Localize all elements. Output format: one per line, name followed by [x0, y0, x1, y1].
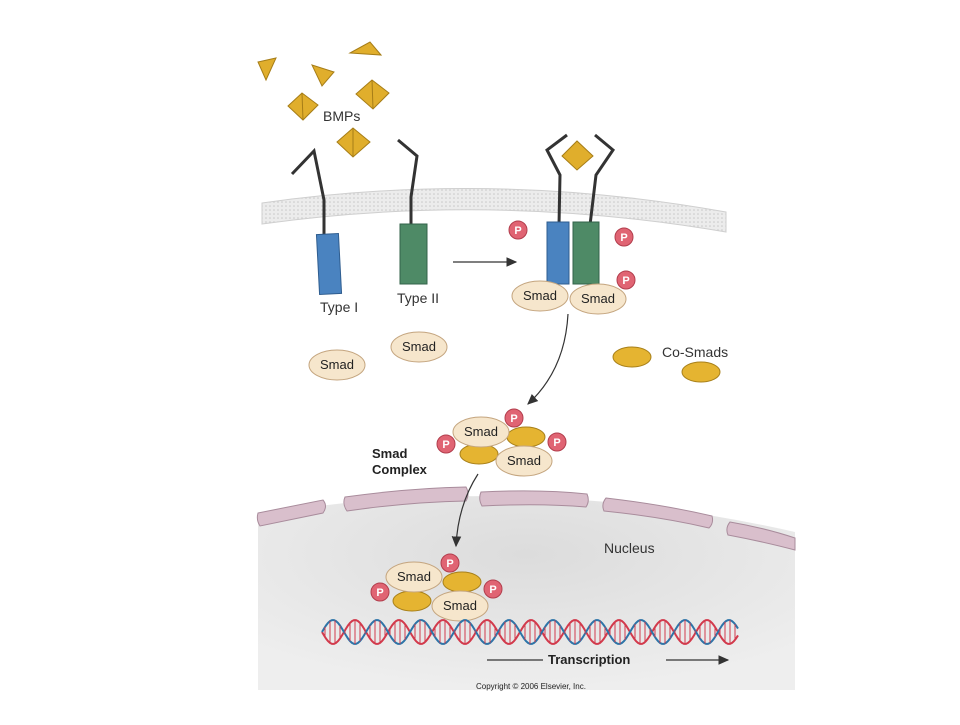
svg-text:P: P	[622, 275, 629, 287]
cell-membrane	[261, 187, 727, 233]
bmps-label: BMPs	[323, 108, 360, 124]
phosphate-group: P	[508, 220, 528, 240]
receptor-smad: Smad	[511, 280, 569, 312]
svg-text:Smad: Smad	[397, 569, 431, 584]
activated-receptor-complex	[545, 133, 616, 285]
type-i-receptor-active	[546, 221, 570, 285]
svg-text:Smad: Smad	[523, 288, 557, 303]
svg-text:Smad: Smad	[464, 424, 498, 439]
svg-text:P: P	[446, 558, 453, 570]
svg-text:P: P	[376, 587, 383, 599]
svg-text:P: P	[620, 232, 627, 244]
svg-text:P: P	[442, 439, 449, 451]
nucleus-label: Nucleus	[604, 540, 655, 556]
phosphate-group: P	[616, 270, 636, 290]
nuclear-envelope	[256, 486, 796, 551]
svg-text:P: P	[489, 584, 496, 596]
free-smad: Smad	[390, 331, 448, 363]
nucleus-region	[258, 496, 795, 690]
copyright-text: Copyright © 2006 Elsevier, Inc.	[476, 682, 586, 691]
type-ii-label: Type II	[397, 290, 439, 306]
svg-text:P: P	[510, 413, 517, 425]
receptor-smad: Smad	[569, 283, 627, 315]
dna-helix	[321, 619, 739, 645]
type-ii-receptor-active	[572, 221, 600, 285]
svg-text:P: P	[553, 437, 560, 449]
svg-text:Smad: Smad	[507, 453, 541, 468]
transcription-label: Transcription	[548, 652, 630, 667]
bmp-ligand	[311, 64, 335, 87]
type-i-receptor	[290, 147, 343, 296]
bmp-ligand-bound	[561, 140, 594, 171]
co-smad	[681, 361, 721, 383]
co-smad	[612, 346, 652, 368]
smad-complex-cytoplasm: Smad Smad P P P	[436, 408, 567, 477]
co-smads-label: Co-Smads	[662, 344, 728, 360]
bmp-ligand	[348, 41, 383, 56]
smad-complex-nucleus: Smad Smad P P P	[370, 553, 503, 622]
smad-complex-label-line2: Complex	[372, 462, 428, 477]
bmp-ligands	[257, 41, 594, 171]
svg-text:Smad: Smad	[402, 339, 436, 354]
svg-text:Smad: Smad	[581, 291, 615, 306]
svg-text:P: P	[514, 225, 521, 237]
svg-text:Smad: Smad	[320, 357, 354, 372]
phosphate-group: P	[614, 227, 634, 247]
translocation-arrow	[527, 313, 569, 405]
nuclear-import-arrow	[451, 473, 479, 548]
type-i-label: Type I	[320, 299, 358, 315]
bmp-ligand	[257, 57, 277, 82]
svg-text:Smad: Smad	[443, 598, 477, 613]
smad-complex-label-line1: Smad	[372, 446, 407, 461]
type-ii-receptor	[397, 138, 428, 285]
free-smad: Smad	[308, 349, 366, 381]
